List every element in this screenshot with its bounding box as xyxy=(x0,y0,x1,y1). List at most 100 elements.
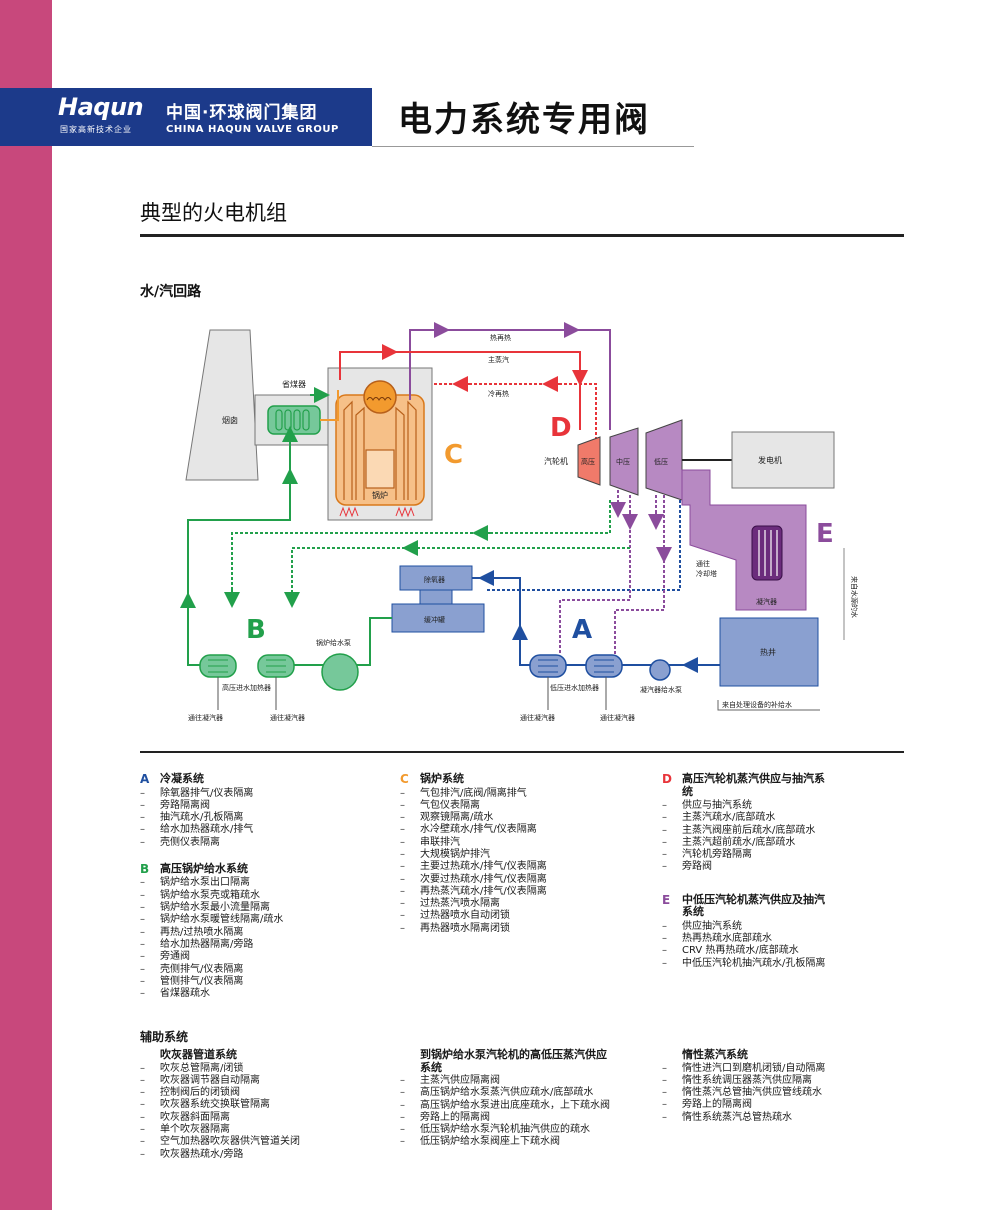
list-item: 旁路阀 xyxy=(682,861,712,873)
logo-tagline: 国家高新技术企业 xyxy=(60,125,132,134)
list-item: 观察镜隔离/疏水 xyxy=(420,812,494,824)
lp-heater-label: 低压进水加热器 xyxy=(550,683,599,692)
legend-letter-d: D xyxy=(662,772,672,786)
list-item: 锅炉给水泵最小流量隔离 xyxy=(160,902,270,914)
chimney-shape xyxy=(185,329,259,481)
brand-logo: Haqun xyxy=(58,93,144,121)
list-item: 空气加热器吹灰器供汽管道关闭 xyxy=(160,1136,300,1148)
extraction-blue-dashed xyxy=(486,500,681,591)
list-item: 锅炉给水泵出口隔离 xyxy=(160,877,250,889)
list-item: 过热蒸汽喷水隔离 xyxy=(420,898,500,910)
list-item: 汽轮机旁路隔离 xyxy=(682,849,752,861)
list-item: 气包仪表隔离 xyxy=(420,799,480,811)
list-item: 省煤器疏水 xyxy=(160,988,210,1000)
generator-label: 发电机 xyxy=(758,455,782,465)
list-item: 主要过热疏水/排气/仪表隔离 xyxy=(420,861,547,873)
list-item: 壳侧仪表隔离 xyxy=(160,836,220,848)
list-item: 吹灰器系统交换联管隔离 xyxy=(160,1099,270,1111)
list-item: 串联排汽 xyxy=(420,836,460,848)
condensate-pump-label: 凝汽器给水泵 xyxy=(640,685,682,694)
legend-title-a: 冷凝系统 xyxy=(160,772,204,785)
burner-flames xyxy=(339,506,415,518)
list-item: 单个吹灰器隔离 xyxy=(160,1123,230,1135)
deaerator-neck xyxy=(419,589,453,605)
list-item: 吹灰器斜面隔离 xyxy=(160,1111,230,1123)
list-item: 主蒸汽疏水/底部疏水 xyxy=(682,812,776,824)
list-item: 次要过热疏水/排气/仪表隔离 xyxy=(420,873,547,885)
legend-title-c: 锅炉系统 xyxy=(420,772,464,785)
legend-divider xyxy=(140,751,904,753)
aux-col-2-title: 到锅炉给水泵汽轮机的高低压蒸汽供应系统 xyxy=(420,1048,607,1074)
main-steam-line xyxy=(339,351,581,430)
hp-heater-label: 高压进水加热器 xyxy=(222,683,271,692)
hp-turbine xyxy=(577,436,601,486)
list-item: 低压锅炉给水泵汽轮机抽汽供应的疏水 xyxy=(420,1124,590,1136)
system-c-letter: C xyxy=(444,440,463,470)
legend-letter-b: B xyxy=(140,861,150,876)
page-title: 典型的火电机组 xyxy=(140,201,287,225)
extraction-green-dashed-2 xyxy=(291,547,630,600)
system-a-letter: A xyxy=(572,615,592,645)
legend-title-e: 中低压汽轮机蒸汽供应及抽汽系统 xyxy=(682,892,825,919)
hot-reheat-line xyxy=(409,329,611,430)
list-item: 给水加热器隔离/旁路 xyxy=(160,938,254,950)
list-item: 高压锅炉给水泵蒸汽供应疏水/底部疏水 xyxy=(420,1087,594,1099)
list-item: 惰性系统蒸汽总管热疏水 xyxy=(682,1111,792,1123)
ip-turbine xyxy=(609,427,639,496)
list-item: 给水加热器疏水/排气 xyxy=(160,824,254,836)
economizer-label: 省煤器 xyxy=(282,379,306,389)
condenser-tube-lines xyxy=(758,530,778,576)
list-item: 惰性系统调压器蒸汽供应隔离 xyxy=(682,1074,812,1086)
lp-label: 低压 xyxy=(654,457,668,466)
list-item: 气包排汽/底阀/隔离排气 xyxy=(420,787,527,799)
list-item: 中低压汽轮机抽汽疏水/孔板隔离 xyxy=(682,957,826,969)
legend-title-d: 高压汽轮机蒸汽供应与抽汽系统 xyxy=(682,772,825,798)
buffer-tank-shape xyxy=(391,603,485,633)
list-item: 吹灰总管隔离/闭锁 xyxy=(160,1062,244,1074)
buffer-tank-label: 缓冲罐 xyxy=(424,615,445,624)
list-item: 旁路隔离阀 xyxy=(160,799,210,811)
feedwater-line-2 xyxy=(187,434,291,666)
list-item: 旁路上的隔离阀 xyxy=(420,1111,490,1123)
brand-header: Haqun 国家高新技术企业 中国·环球阀门集团 CHINA HAQUN VAL… xyxy=(0,88,372,146)
diagram-title: 水/汽回路 xyxy=(140,284,202,300)
steam-drum xyxy=(363,380,397,414)
list-item: 旁路上的隔离阀 xyxy=(682,1099,752,1111)
list-item: 惰性进汽口到磨机闭锁/自动隔离 xyxy=(682,1062,826,1074)
list-item: 锅炉给水泵暖管线隔离/疏水 xyxy=(160,914,284,926)
boiler-feed-pump xyxy=(321,653,359,691)
list-item: 抽汽疏水/孔板隔离 xyxy=(160,812,244,824)
aux-col-2: 到锅炉给水泵汽轮机的高低压蒸汽供应系统 –主蒸汽供应隔离阀 –高压锅炉给水泵蒸汽… xyxy=(400,1048,610,1148)
hotwell-shape xyxy=(719,617,819,687)
system-e-letter: E xyxy=(816,519,834,549)
list-item: 主蒸汽供应隔离阀 xyxy=(420,1075,500,1086)
to-condenser-2: 通往凝汽器 xyxy=(270,713,305,722)
generator-shape xyxy=(731,431,835,489)
list-item: 旁通阀 xyxy=(160,951,190,963)
brand-title: 电力系统专用阀 xyxy=(398,100,650,140)
aux-systems-title: 辅助系统 xyxy=(140,1030,189,1044)
list-item: CRV 热再热疏水/底部疏水 xyxy=(682,945,799,957)
list-item: 大规模锅炉排汽 xyxy=(420,848,490,860)
list-item: 再热器喷水隔离闭锁 xyxy=(420,922,510,934)
aux-col-1: 吹灰器管道系统 –吹灰总管隔离/闭锁 –吹灰器调节器自动隔离 –控制阀后的闭锁阀… xyxy=(140,1048,390,1161)
hp-label: 高压 xyxy=(581,457,595,466)
company-name-cn: 中国·环球阀门集团 xyxy=(166,103,318,123)
list-item: 除氧器排气/仪表隔离 xyxy=(160,787,254,799)
lp-exhaust-duct xyxy=(681,469,807,611)
legend-letter-c: C xyxy=(400,772,409,786)
system-b-letter: B xyxy=(246,615,266,645)
aux-col-3: 惰性蒸汽系统 –惰性进汽口到磨机闭锁/自动隔离 –惰性系统调压器蒸汽供应隔离 –… xyxy=(662,1048,912,1124)
list-item: 供应抽汽系统 xyxy=(682,920,742,932)
extraction-green-dashed xyxy=(231,500,611,600)
aux-col-3-title: 惰性蒸汽系统 xyxy=(682,1048,748,1061)
list-item: 管侧排气/仪表隔离 xyxy=(160,975,244,987)
cooling-tower-label-1: 通往 xyxy=(696,559,710,568)
list-item: 低压锅炉给水泵阀座上下疏水阀 xyxy=(420,1136,560,1148)
